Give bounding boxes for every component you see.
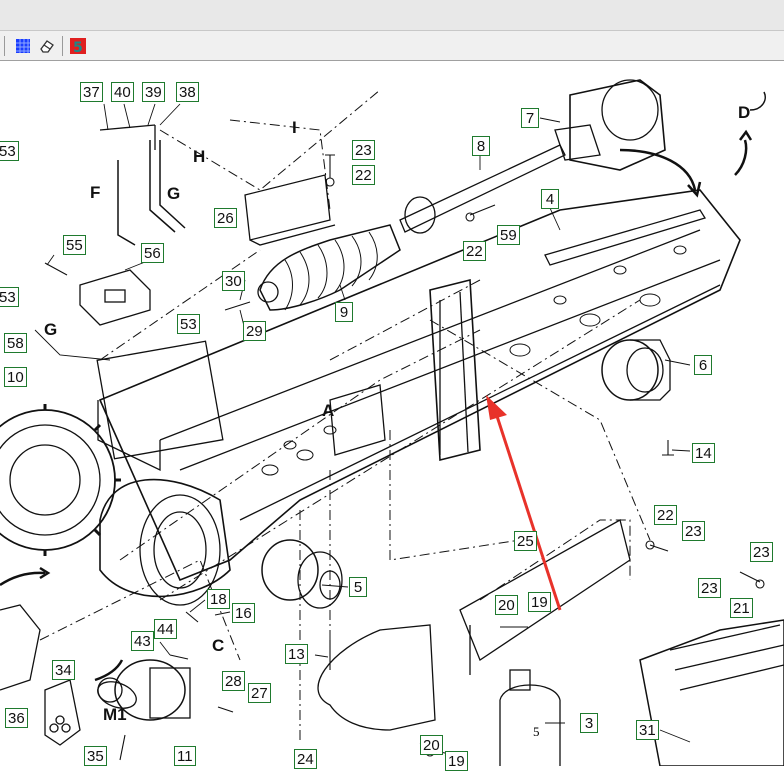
callout-35[interactable]: 35	[84, 746, 107, 766]
callout-34[interactable]: 34	[52, 660, 75, 680]
callout-59[interactable]: 59	[497, 225, 520, 245]
letter-h: H	[193, 147, 206, 166]
callout-44[interactable]: 44	[154, 619, 177, 639]
callout-21[interactable]: 21	[730, 598, 753, 618]
callout-27[interactable]: 27	[248, 683, 271, 703]
callout-39[interactable]: 39	[142, 82, 165, 102]
callout-37[interactable]: 37	[80, 82, 103, 102]
callout-40[interactable]: 40	[111, 82, 134, 102]
callout-10[interactable]: 10	[4, 367, 27, 387]
can-label: 5	[533, 724, 540, 739]
callout-55[interactable]: 55	[63, 235, 86, 255]
letter-d: D	[738, 103, 751, 122]
callout-14[interactable]: 14	[692, 443, 715, 463]
diagram-drawing	[0, 79, 784, 766]
callout-28[interactable]: 28	[222, 671, 245, 691]
grid-icon[interactable]	[14, 37, 32, 55]
callout-53-mid[interactable]: 53	[177, 314, 200, 334]
callout-23-right[interactable]: 23	[682, 521, 705, 541]
callout-8[interactable]: 8	[472, 136, 490, 156]
letter-i: I	[292, 118, 297, 137]
callout-11[interactable]: 11	[174, 746, 196, 766]
letter-a: A	[322, 401, 335, 420]
callout-26[interactable]: 26	[214, 208, 237, 228]
callout-58[interactable]: 58	[4, 333, 27, 353]
callout-22-right[interactable]: 22	[654, 505, 677, 525]
callout-22-top[interactable]: 22	[352, 165, 375, 185]
callout-19-bottom[interactable]: 19	[445, 751, 468, 771]
callout-38[interactable]: 38	[176, 82, 199, 102]
callout-23-top[interactable]: 23	[352, 140, 375, 160]
letter-f: F	[90, 183, 101, 202]
callout-3[interactable]: 3	[580, 713, 598, 733]
callout-31[interactable]: 31	[636, 720, 659, 740]
toolbar-top-strip	[0, 0, 784, 31]
toolbar: 5	[0, 0, 784, 61]
letter-c: C	[212, 636, 225, 655]
callout-56[interactable]: 56	[141, 243, 164, 263]
callout-25[interactable]: 25	[514, 531, 537, 551]
callout-20-bottom[interactable]: 20	[420, 735, 443, 755]
logo-icon[interactable]: 5	[69, 37, 87, 55]
callout-29[interactable]: 29	[243, 321, 266, 341]
callout-23-lower[interactable]: 23	[698, 578, 721, 598]
toolbar-separator	[62, 36, 63, 56]
letter-g-left: G	[44, 320, 58, 339]
red-indicator-arrow	[486, 395, 562, 611]
toolbar-separator	[4, 36, 5, 56]
callout-53-left[interactable]: 53	[0, 287, 19, 307]
callout-18[interactable]: 18	[207, 589, 230, 609]
callout-4[interactable]: 4	[541, 189, 559, 209]
exploded-parts-diagram: I H F G G D A C M1 5 37 40 39 38 53 23 2…	[0, 61, 784, 771]
letter-g-top: G	[167, 184, 181, 203]
callout-9[interactable]: 9	[335, 302, 353, 322]
callout-36[interactable]: 36	[5, 708, 28, 728]
callout-24[interactable]: 24	[294, 749, 317, 769]
callout-5[interactable]: 5	[349, 577, 367, 597]
callout-30[interactable]: 30	[222, 271, 245, 291]
callout-19-mid[interactable]: 19	[528, 592, 551, 612]
callout-53-top[interactable]: 53	[0, 141, 19, 161]
letter-m1: M1	[103, 705, 127, 724]
callout-43[interactable]: 43	[131, 631, 154, 651]
callout-7[interactable]: 7	[521, 108, 539, 128]
callout-22-mid[interactable]: 22	[463, 241, 486, 261]
eraser-icon[interactable]	[38, 37, 56, 55]
callout-16[interactable]: 16	[232, 603, 255, 623]
svg-text:5: 5	[73, 40, 83, 55]
callout-20-mid[interactable]: 20	[495, 595, 518, 615]
callout-23-edge[interactable]: 23	[750, 542, 773, 562]
callout-6[interactable]: 6	[694, 355, 712, 375]
callout-13[interactable]: 13	[285, 644, 308, 664]
